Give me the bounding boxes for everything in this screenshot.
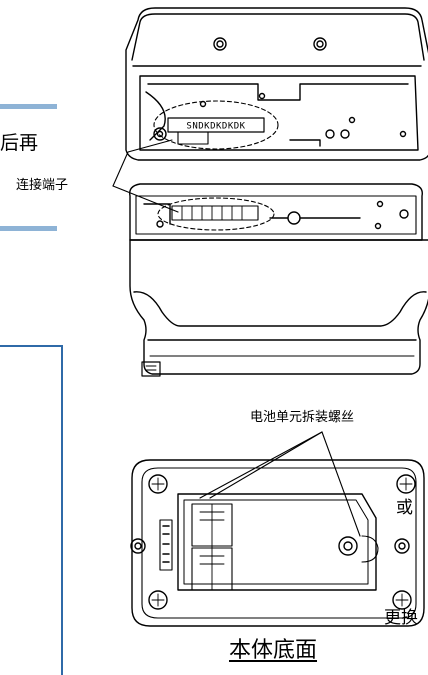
corner-hole-bl <box>148 590 168 610</box>
terminal-label: 连接端子 <box>16 178 69 193</box>
accent-bar-bottom <box>0 226 57 231</box>
terminal-stamp: SNDKDKDKDK <box>186 122 245 132</box>
screw-callout-lines <box>199 431 361 537</box>
text-fragment-or: 或 <box>396 498 413 518</box>
upper-screw-right <box>313 37 327 51</box>
upper-terminal-block <box>167 117 265 133</box>
corner-hole-br <box>392 590 412 610</box>
upper-module: SNDKDKDKDK <box>125 7 428 161</box>
lower-module <box>129 183 428 377</box>
bottom-view <box>130 459 425 627</box>
text-fragment-replace: 更换 <box>384 608 418 628</box>
lower-module-top <box>129 183 423 241</box>
upper-module-rim <box>131 13 425 61</box>
battery-screw-label: 电池单元拆装螺丝 <box>250 410 355 425</box>
lower-terminal-highlight <box>157 197 275 231</box>
upper-terminal-highlight <box>153 100 279 150</box>
bottom-outline <box>131 459 425 627</box>
accent-bar-top <box>0 104 57 109</box>
callout-box <box>0 345 63 675</box>
bottom-label-plate <box>159 519 173 571</box>
battery-screw-right <box>338 536 358 556</box>
corner-hole-tr <box>396 474 416 494</box>
upper-module-outline <box>125 7 428 161</box>
terminal-callout-lines <box>112 139 179 213</box>
upper-screw-left <box>213 37 227 51</box>
side-screw-right <box>394 538 410 554</box>
upper-cavity <box>139 75 419 151</box>
upper-boss <box>153 127 167 141</box>
side-screw-left <box>130 538 146 554</box>
lower-terminal-block <box>171 205 259 221</box>
bottom-view-caption: 本体底面 <box>229 638 318 663</box>
lower-connector <box>141 361 161 377</box>
battery-unit <box>177 493 377 591</box>
text-fragment-top: 后再 <box>0 132 39 154</box>
corner-hole-tl <box>148 474 168 494</box>
lower-module-body <box>129 239 428 375</box>
